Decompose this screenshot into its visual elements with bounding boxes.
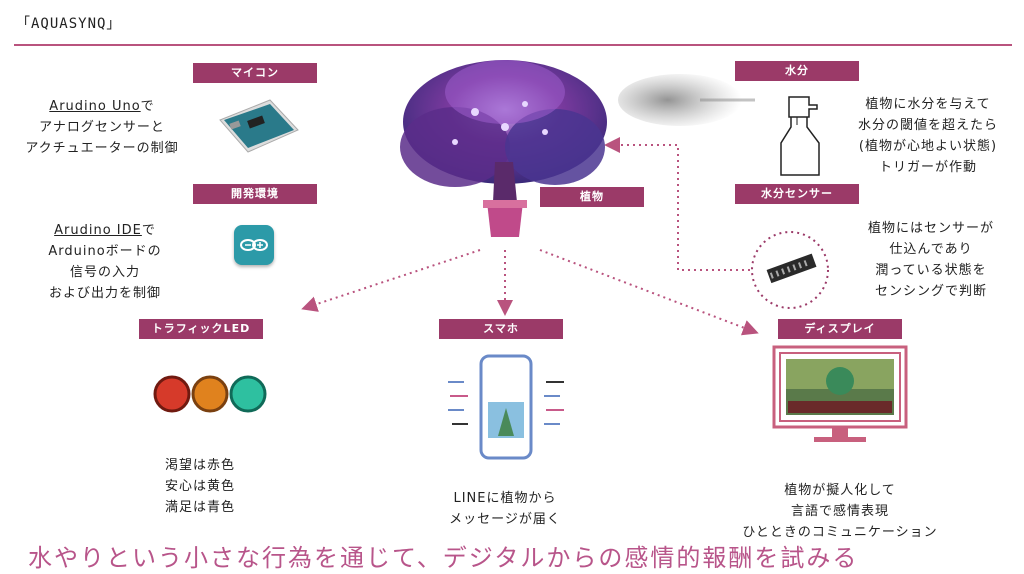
desc-mcu-line2: アナログセンサーと [39, 120, 165, 135]
led-red [153, 375, 191, 413]
desc-water-line4: トリガーが作動 [878, 160, 977, 175]
desc-ide: Arudino IDEで Arduinoボードの 信号の入力 および出力を制御 [20, 220, 190, 304]
desc-display-line3: ひとときのコミュニケーション [742, 525, 938, 540]
monitor-icon [772, 345, 908, 442]
page-title: 「AQUASYNQ」 [16, 16, 122, 32]
desc-mcu-de: で [140, 99, 155, 114]
arrow-to-display [539, 249, 759, 336]
label-traffic-led: トラフィックLED [139, 319, 263, 339]
label-water-sensor: 水分センサー [735, 184, 859, 204]
desc-water-line1: 植物に水分を与えて [865, 97, 991, 112]
led-teal [229, 375, 267, 413]
footer-tagline: 水やりという小さな行為を通じて、デジタルからの感情的報酬を試みる [28, 544, 859, 572]
desc-ide-line3: 信号の入力 [69, 265, 140, 280]
label-display: ディスプレイ [778, 319, 902, 339]
desc-sensor-line4: センシングで判断 [874, 284, 987, 299]
label-dev-env: 開発環境 [193, 184, 317, 204]
label-mcu: マイコン [193, 63, 317, 83]
desc-display: 植物が擬人化して 言語で感情表現 ひとときのコミュニケーション [710, 480, 970, 543]
desc-display-line2: 言語で感情表現 [790, 504, 889, 519]
desc-sensor-line2: 仕込んであり [889, 242, 973, 257]
mist-cloud [618, 74, 755, 126]
label-water: 水分 [735, 61, 859, 81]
smartphone-icon [448, 354, 564, 460]
arrow-sensor-to-plant [604, 137, 750, 271]
arduino-ide-icon [234, 225, 274, 265]
desc-water-line2: 水分の閾値を超えたら [857, 118, 998, 133]
desc-mcu: Arudino Unoで アナログセンサーと アクチュエーターの制御 [12, 96, 192, 159]
infinity-icon [240, 239, 268, 251]
desc-mcu-board: Arudino Uno [49, 99, 141, 114]
arrow-to-led [301, 249, 481, 312]
moisture-sensor-icon [751, 231, 829, 309]
traffic-led-icon [153, 375, 267, 413]
desc-led-line1: 渇望は赤色 [164, 458, 235, 473]
label-plant: 植物 [540, 187, 644, 207]
desc-led-line3: 満足は青色 [164, 500, 235, 515]
led-orange [191, 375, 229, 413]
label-phone: スマホ [439, 319, 563, 339]
tree-icon [400, 60, 607, 237]
desc-ide-line4: および出力を制御 [48, 286, 161, 301]
desc-display-line1: 植物が擬人化して [784, 483, 896, 498]
desc-water: 植物に水分を与えて 水分の閾値を超えたら (植物が心地よい状態) トリガーが作動 [838, 94, 1018, 178]
desc-mcu-line3: アクチュエーターの制御 [25, 141, 179, 156]
desc-sensor-line3: 潤っている状態を [875, 263, 987, 278]
desc-water-line3: (植物が心地よい状態) [858, 139, 998, 154]
desc-phone-line2: メッセージが届く [449, 512, 561, 527]
arduino-board-icon [219, 99, 299, 153]
desc-sensor-line1: 植物にはセンサーが [867, 221, 994, 236]
desc-led: 渇望は赤色 安心は黄色 満足は青色 [140, 455, 260, 518]
desc-phone: LINEに植物から メッセージが届く [420, 488, 590, 530]
desc-ide-name: Arudino IDE [54, 223, 142, 238]
desc-led-line2: 安心は黄色 [164, 479, 235, 494]
desc-ide-line2: Arduinoボードの [48, 244, 162, 259]
spray-bottle-icon [780, 96, 820, 176]
desc-phone-line1: LINEに植物から [453, 491, 557, 506]
title-divider [14, 44, 1012, 46]
desc-sensor: 植物にはセンサーが 仕込んであり 潤っている状態を センシングで判断 [846, 218, 1016, 302]
desc-ide-de: で [141, 223, 156, 238]
